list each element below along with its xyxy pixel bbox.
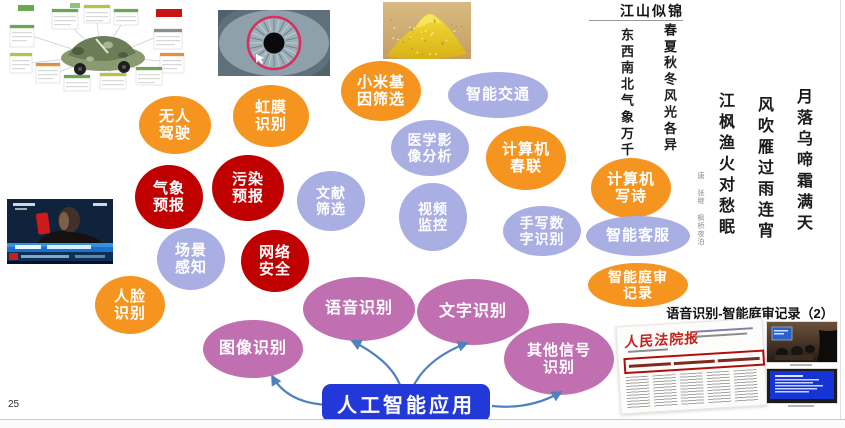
center-topic-box: 人工智能应用 bbox=[322, 384, 490, 422]
bubble-computer-poetry: 计算机写诗 bbox=[591, 158, 671, 218]
couplet-underline bbox=[589, 20, 683, 21]
bubble-image-recognition: 图像识别 bbox=[203, 320, 303, 378]
poem-column-2: 风吹雁过雨连宵 bbox=[755, 96, 772, 243]
courtroom-photo-caption bbox=[790, 364, 812, 366]
iris-detection-ring bbox=[246, 15, 302, 71]
courtroom-photo bbox=[766, 321, 838, 363]
bubble-intelligent-customer-service: 智能客服 bbox=[586, 216, 690, 256]
poem-column-1: 月落乌啼霜满天 bbox=[794, 88, 811, 235]
arrow-to-text-recognition bbox=[413, 341, 469, 386]
tv-screenshot-face-pay bbox=[7, 199, 113, 264]
poem-column-3: 江枫渔火对愁眠 bbox=[716, 92, 733, 239]
bluescreen-photo-caption bbox=[788, 405, 814, 407]
bubble-other-signal-recognition: 其他信号识别 bbox=[504, 323, 614, 395]
bubble-video-surveillance: 视频监控 bbox=[399, 183, 467, 251]
bubble-literature-screening: 文献筛选 bbox=[297, 171, 365, 231]
arrow-to-speech-recognition bbox=[350, 340, 402, 386]
car-sensor-diagram bbox=[9, 3, 185, 92]
bubble-handwritten-digit-recognition: 手写数字识别 bbox=[503, 206, 581, 256]
bubble-millet-gene-screening: 小米基因筛选 bbox=[341, 61, 421, 121]
couplet-column-2: 东西南北气象万千 bbox=[619, 28, 634, 160]
millet-photo bbox=[383, 2, 471, 59]
camouflage-car bbox=[61, 36, 145, 75]
car-sensor-diagram-image bbox=[8, 3, 190, 97]
iris-photo bbox=[218, 10, 330, 76]
bubble-computer-spring-couplets: 计算机春联 bbox=[486, 126, 566, 190]
bubble-network-security: 网络安全 bbox=[241, 230, 309, 292]
court-slide-title: 语音识别-智能庭审记录（2） bbox=[666, 306, 834, 321]
bubble-speech-recognition: 语音识别 bbox=[303, 277, 415, 341]
couplet-title: 江山似锦 bbox=[620, 5, 684, 20]
bubble-autonomous-driving: 无人驾驶 bbox=[139, 96, 211, 154]
bubble-face-recognition: 人脸识别 bbox=[95, 276, 165, 334]
couplet-column-1: 春夏秋冬风光各异 bbox=[662, 23, 677, 155]
red-phone bbox=[35, 212, 51, 235]
cursor-arrow-icon bbox=[256, 54, 264, 64]
newspaper-image: 人民法院报 bbox=[615, 317, 768, 415]
bubble-scene-perception: 场景感知 bbox=[157, 228, 225, 290]
slide-right-edge bbox=[840, 0, 841, 420]
pupil bbox=[263, 32, 285, 54]
bubble-intelligent-transportation: 智能交通 bbox=[448, 72, 548, 118]
bubble-text-recognition: 文字识别 bbox=[417, 279, 529, 345]
slide-bottom-edge bbox=[0, 419, 845, 420]
bubble-medical-imaging-analysis: 医学影像分析 bbox=[391, 120, 469, 176]
slide-page-number: 25 bbox=[8, 399, 20, 410]
bubble-weather-forecast: 气象预报 bbox=[135, 165, 203, 229]
bluescreen-photo bbox=[766, 368, 838, 404]
poem-attribution: 唐 张继 枫桥夜泊 bbox=[697, 172, 705, 246]
bubble-pollution-forecast: 污染预报 bbox=[212, 155, 284, 221]
bubble-court-recording: 智能庭审记录 bbox=[588, 263, 688, 307]
bubble-iris-recognition: 虹膜识别 bbox=[233, 85, 309, 147]
tv-station-logo bbox=[9, 253, 18, 260]
